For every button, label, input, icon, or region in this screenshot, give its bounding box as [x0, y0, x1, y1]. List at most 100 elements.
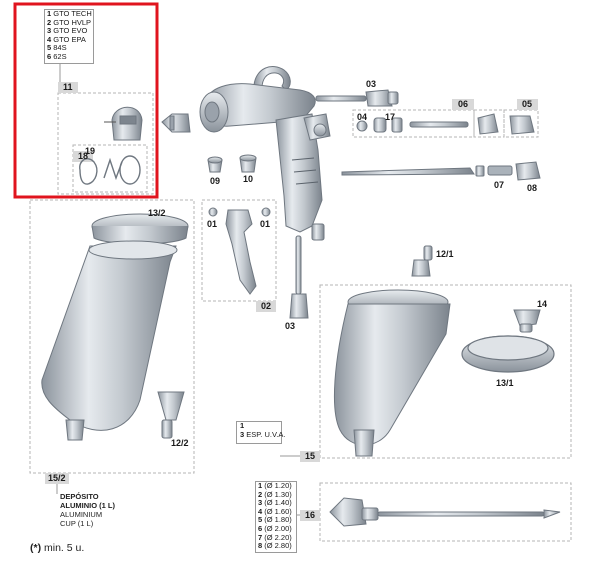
nozzle-row: 7 (Ø 2.20): [258, 532, 292, 543]
spray-gun-body: [199, 66, 331, 241]
tag-15: 15: [305, 451, 316, 461]
fitting-09: [207, 156, 223, 173]
frame-trigger: [201, 199, 277, 302]
label-10: 10: [243, 174, 254, 184]
model-text: 84S: [51, 43, 67, 53]
model-row: 5 84S: [47, 44, 92, 53]
uva-num: 1: [240, 421, 245, 430]
label-03-bottom: 03: [285, 321, 296, 331]
note-text: min. 5 u.: [41, 542, 85, 554]
model-row: 2 GTO HVLP: [47, 17, 92, 28]
aluminium-cup: [41, 213, 189, 441]
plastic-cup: [334, 289, 451, 457]
tag-11: 11: [63, 82, 73, 92]
cup-info-line1: DEPÓSITO: [60, 492, 99, 501]
frame-ring-group: [72, 144, 148, 193]
nozzle-row: 2 (Ø 1.30): [258, 490, 292, 500]
nozzle-text: (Ø 2.00): [262, 523, 292, 533]
uva-num: 3: [240, 429, 245, 439]
frame-plastic-cup: [319, 284, 572, 459]
air-cap-part: [104, 106, 143, 141]
nozzle-row: 4 (Ø 1.60): [258, 506, 292, 517]
model-text: GTO HVLP: [51, 17, 92, 27]
nozzle-num: 4: [258, 506, 263, 516]
label-13-1: 13/1: [496, 378, 514, 388]
label-07: 07: [494, 180, 505, 190]
model-text: 62S: [51, 51, 67, 61]
label-19: 19: [85, 146, 96, 156]
label-03-top: 03: [366, 79, 377, 89]
models-list-box: [44, 9, 94, 64]
frame-valve-parts: [473, 109, 505, 138]
label-12-1: 12/1: [436, 249, 454, 259]
model-row: 4 GTO EPA: [47, 34, 92, 45]
label-04: 04: [357, 112, 368, 122]
frame-needle-parts: [352, 109, 475, 138]
needle-seal-parts: [356, 113, 535, 135]
tag-02: 02: [261, 301, 272, 311]
nozzle-text: (Ø 1.60): [262, 506, 292, 516]
label-09: 09: [210, 176, 221, 186]
air-valve-03-bottom: [289, 235, 309, 319]
model-num: 4: [47, 34, 52, 44]
model-row: 6 62S: [47, 51, 92, 62]
nozzle-num: 7: [258, 532, 263, 542]
filter-12-1: [411, 245, 433, 277]
tag-05: 05: [522, 99, 533, 109]
nozzle-num: 6: [258, 523, 263, 533]
fluid-nozzle-part: [161, 113, 191, 133]
nozzle-text: (Ø 1.80): [262, 515, 292, 525]
min-quantity-note: (*) min. 5 u.: [30, 542, 84, 554]
nozzle-row: 1 (Ø 1.20): [258, 481, 292, 491]
fitting-10: [239, 154, 257, 173]
model-num: 3: [47, 26, 52, 36]
nozzle-row: 6 (Ø 2.00): [258, 523, 292, 534]
model-text: GTO TECH: [51, 9, 92, 18]
model-num: 2: [47, 17, 52, 27]
nozzle-set-16: [329, 497, 561, 527]
tag-06: 06: [458, 99, 469, 109]
frame-aluminium-cup: [29, 199, 195, 474]
cup-info: DEPÓSITO ALUMINIO (1 L) ALUMINIUM CUP (1…: [60, 492, 115, 528]
label-17: 17: [385, 112, 396, 122]
nozzle-text: (Ø 1.40): [262, 498, 292, 508]
model-row: 1 GTO TECH: [47, 9, 92, 19]
model-num: 6: [47, 51, 52, 61]
model-text: GTO EPA: [51, 34, 86, 44]
model-text: GTO EVO: [51, 26, 88, 36]
model-row: 3 GTO EVO: [47, 26, 92, 36]
air-valve-03-top: [315, 89, 399, 107]
nozzle-text: (Ø 2.80): [262, 541, 292, 551]
cup-lid-14: [513, 309, 541, 333]
cup-ring-13-1: [461, 335, 555, 373]
label-01-left: 01: [207, 219, 218, 229]
uva-text: ESP. U.V.A.: [244, 429, 286, 439]
nozzle-list-box: [255, 481, 297, 553]
highlight-box: [13, 2, 159, 199]
nozzle-text: (Ø 2.20): [262, 532, 292, 542]
tag-18: 18: [78, 151, 89, 161]
cup-adapter-12-2: [157, 391, 185, 439]
label-14: 14: [537, 299, 548, 309]
frame-nozzle: [319, 482, 572, 542]
nozzle-num: 3: [258, 498, 263, 508]
cup-info-line4: CUP (1 L): [60, 519, 94, 528]
uva-list-box: [236, 421, 282, 444]
model-num: 5: [47, 43, 52, 53]
seal-ring-parts: [79, 155, 141, 185]
label-12-2: 12/2: [171, 438, 189, 448]
nozzle-row: 5 (Ø 1.80): [258, 516, 292, 525]
tag-15-2: 15/2: [48, 473, 66, 483]
uva-row: 1: [240, 421, 285, 431]
tag-16: 16: [305, 510, 316, 520]
note-mark: (*): [30, 542, 42, 554]
nozzle-row: 3 (Ø 1.40): [258, 498, 292, 508]
cup-info-line3: ALUMINIUM: [60, 510, 103, 519]
nozzle-size-list: 1 (Ø 1.20)2 (Ø 1.30)3 (Ø 1.40)4 (Ø 1.60)…: [258, 481, 292, 551]
trigger-part: [208, 207, 271, 295]
nozzle-num: 8: [258, 541, 263, 551]
